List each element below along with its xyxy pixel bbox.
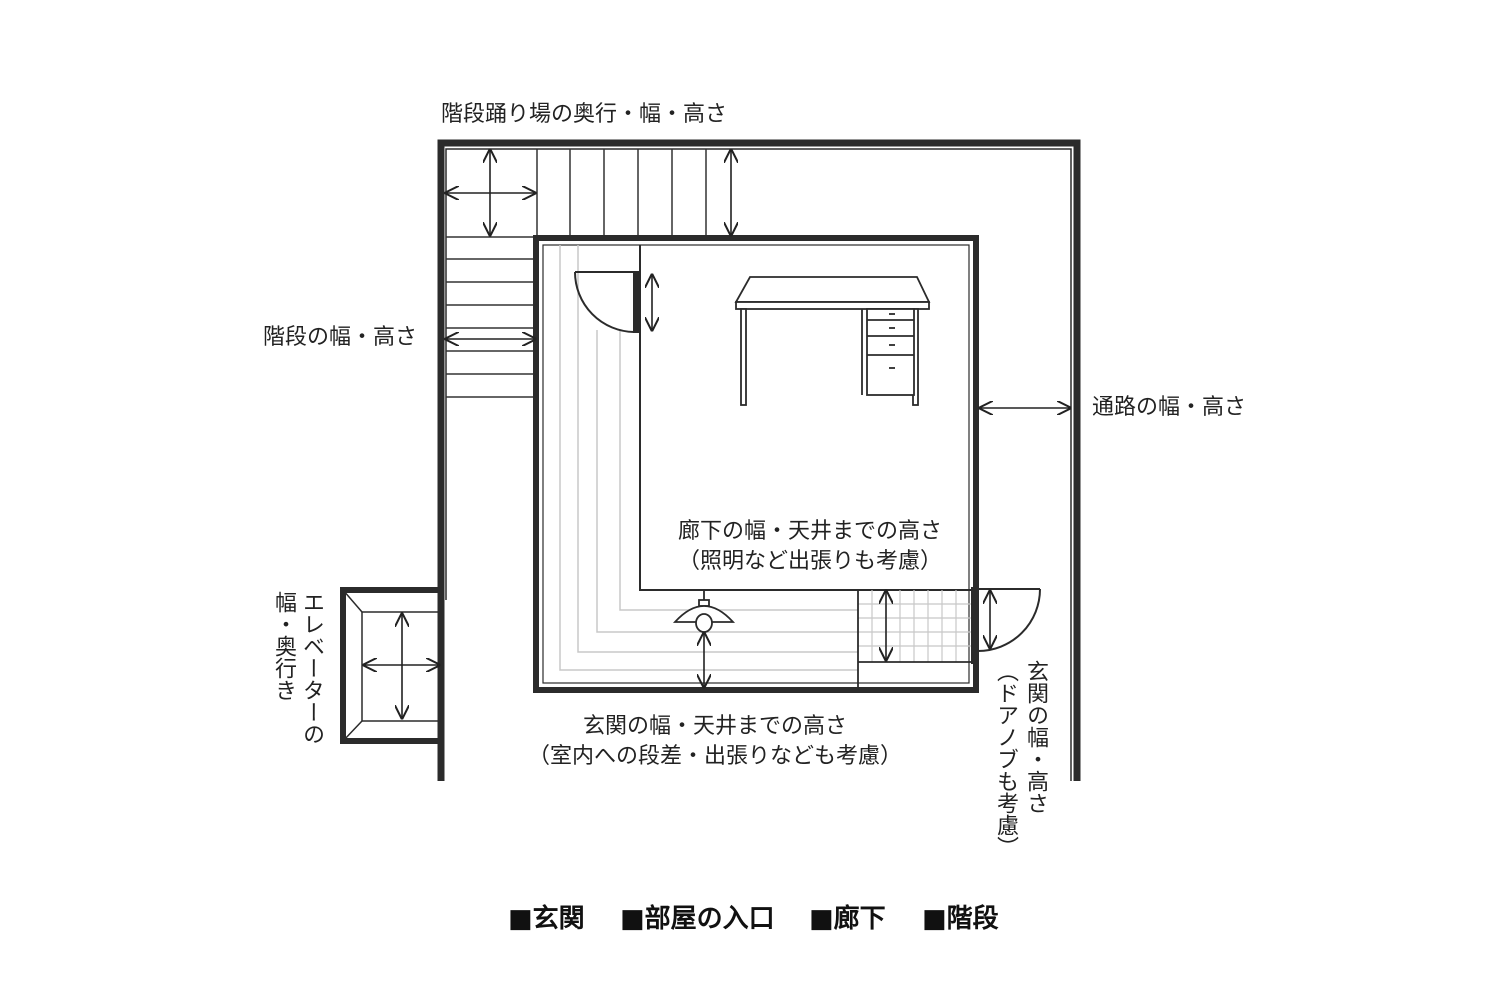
legend-hallway: ■廊下	[809, 904, 886, 934]
desk-icon	[734, 276, 931, 406]
legend-room-entrance: ■部屋の入口	[620, 904, 775, 934]
elevator-shaft	[340, 587, 444, 744]
stairs-label: 階段の幅・高さ	[263, 325, 418, 350]
door-label-col2: （ドアノブも考慮）	[993, 660, 1018, 858]
outer-walls	[437, 139, 1081, 781]
room-walls	[533, 235, 979, 693]
dimension-arrows	[364, 150, 1070, 718]
hallway-floor-lines	[559, 245, 858, 671]
entrance-tile-grid	[858, 590, 972, 662]
entrance-label-line1: 玄関の幅・天井までの高さ	[582, 714, 847, 739]
passage-label: 通路の幅・高さ	[1092, 395, 1247, 420]
stair-treads	[446, 236, 536, 398]
entrance-door	[971, 587, 1041, 664]
elevator-label-col2: 幅・奥行き	[271, 591, 296, 701]
hallway-label-line2: （照明など出張りも考慮）	[677, 549, 942, 574]
entrance-label-line2: （室内への段差・出張りなども考慮）	[527, 744, 902, 769]
elevator-label-col1: エレベーターの	[299, 591, 324, 745]
hallway-label-line1: 廊下の幅・天井までの高さ	[677, 519, 942, 544]
door-label-col1: 玄関の幅・高さ	[1023, 660, 1048, 814]
legend-entrance: ■玄関	[508, 904, 585, 934]
entrance-frame	[857, 590, 972, 690]
pendant-lamp-icon	[672, 590, 736, 633]
legend-stairs: ■階段	[922, 904, 999, 934]
stair-landing-treads	[536, 149, 707, 237]
room-door	[574, 271, 641, 333]
landing-label: 階段踊り場の奥行・幅・高さ	[441, 102, 728, 127]
